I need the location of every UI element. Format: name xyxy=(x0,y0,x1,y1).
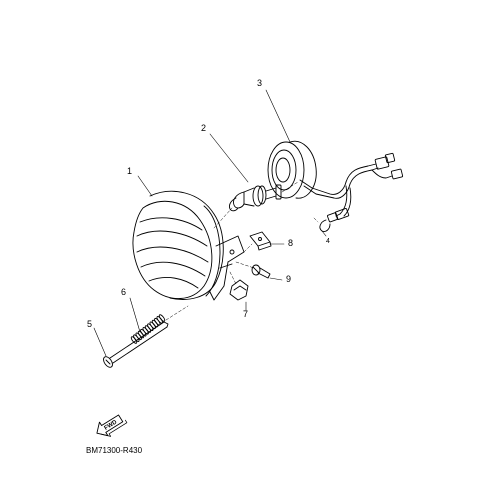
callout-3: 3 xyxy=(257,78,263,88)
leader-1 xyxy=(137,175,153,197)
position-bulb xyxy=(319,208,350,237)
leader-3 xyxy=(265,89,291,143)
spring xyxy=(130,314,166,344)
leader-5 xyxy=(93,327,107,357)
headlight-housing xyxy=(132,190,245,301)
callout-7: 7 xyxy=(243,309,249,319)
leader-9 xyxy=(269,277,283,281)
small-screw xyxy=(251,264,271,279)
bulb xyxy=(229,184,282,212)
leader-6 xyxy=(129,297,141,333)
callout-8: 8 xyxy=(288,238,294,248)
assembly-lines xyxy=(165,181,319,321)
callout-9: 9 xyxy=(286,274,292,284)
callout-2: 2 xyxy=(201,123,207,133)
drawing-code: BM71300-R430 xyxy=(86,446,143,455)
long-screw xyxy=(103,321,169,368)
clip-nut xyxy=(249,231,272,251)
callout-4: 4 xyxy=(326,238,330,245)
fwd-arrow-icon: FWD xyxy=(96,414,128,437)
leader-2 xyxy=(209,133,249,183)
callout-1: 1 xyxy=(127,166,133,176)
callout-6: 6 xyxy=(121,287,127,297)
spring-coil xyxy=(158,314,166,322)
callout-5: 5 xyxy=(87,319,93,329)
socket-cover xyxy=(267,140,404,217)
nut xyxy=(229,279,249,301)
